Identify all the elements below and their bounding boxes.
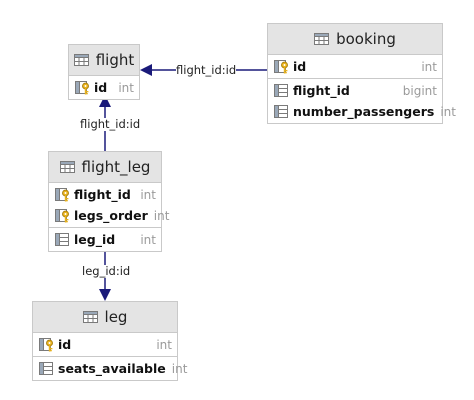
table-name: flight_leg <box>81 158 151 176</box>
table-leg[interactable]: leg id int seats_available int <box>32 301 187 381</box>
table-header[interactable]: booking <box>268 24 442 55</box>
divider <box>49 227 161 228</box>
table-flight-leg[interactable]: flight_leg flight_id int legs_order int … <box>48 151 169 252</box>
column-type: int <box>440 104 456 119</box>
column-name: id <box>94 80 108 95</box>
table-name: flight <box>95 51 135 69</box>
table-icon <box>73 54 89 66</box>
column-row[interactable]: leg_id int <box>49 229 161 250</box>
arrowhead-flight-leg-flight <box>99 95 111 107</box>
column-name: leg_id <box>74 232 116 247</box>
column-icon <box>274 83 290 98</box>
column-row[interactable]: flight_id bigint <box>268 80 442 101</box>
column-icon <box>55 232 71 247</box>
column-type: int <box>171 361 188 376</box>
column-name: legs_order <box>74 208 148 223</box>
column-name: seats_available <box>58 361 166 376</box>
column-type: bigint <box>402 83 437 98</box>
arrowhead-flight-leg-leg <box>99 289 111 301</box>
table-name: leg <box>104 308 128 326</box>
column-row[interactable]: id int <box>268 56 442 77</box>
column-type: int <box>118 80 134 95</box>
column-name: number_passengers <box>293 104 435 119</box>
table-flight[interactable]: flight id int <box>68 44 140 100</box>
table-icon <box>59 161 75 173</box>
column-row[interactable]: seats_available int <box>33 358 187 379</box>
column-row[interactable]: flight_id int <box>49 184 161 205</box>
divider <box>268 78 442 79</box>
table-icon <box>82 311 98 323</box>
column-type: int <box>156 337 172 352</box>
column-icon <box>39 361 55 376</box>
primary-key-icon <box>55 187 71 202</box>
column-name: id <box>293 59 307 74</box>
column-row[interactable]: id int <box>69 77 139 98</box>
column-type: int <box>140 232 156 247</box>
column-name: flight_id <box>293 83 350 98</box>
column-type: int <box>421 59 437 74</box>
column-type: int <box>153 208 170 223</box>
table-icon <box>314 33 330 45</box>
table-header[interactable]: flight_leg <box>49 152 161 183</box>
relation-label-flight-leg-flight: flight_id:id <box>80 117 141 131</box>
column-row[interactable]: legs_order int <box>49 205 169 226</box>
column-row[interactable]: id int <box>33 334 177 355</box>
column-name: id <box>58 337 72 352</box>
primary-key-icon <box>39 337 55 352</box>
relation-label-flight-leg-leg: leg_id:id <box>82 264 131 278</box>
relation-label-booking-flight: flight_id:id <box>176 63 237 77</box>
column-icon <box>274 104 290 119</box>
table-booking[interactable]: booking id int flight_id bigint number_p… <box>267 23 456 124</box>
table-header[interactable]: leg <box>33 302 177 333</box>
column-type: int <box>140 187 156 202</box>
primary-key-icon <box>274 59 290 74</box>
divider <box>33 356 177 357</box>
table-header[interactable]: flight <box>69 45 139 76</box>
primary-key-icon <box>55 208 71 223</box>
arrowhead-booking-flight <box>140 64 152 76</box>
table-name: booking <box>336 30 396 48</box>
column-name: flight_id <box>74 187 131 202</box>
primary-key-icon <box>75 80 91 95</box>
column-row[interactable]: number_passengers int <box>268 101 456 122</box>
